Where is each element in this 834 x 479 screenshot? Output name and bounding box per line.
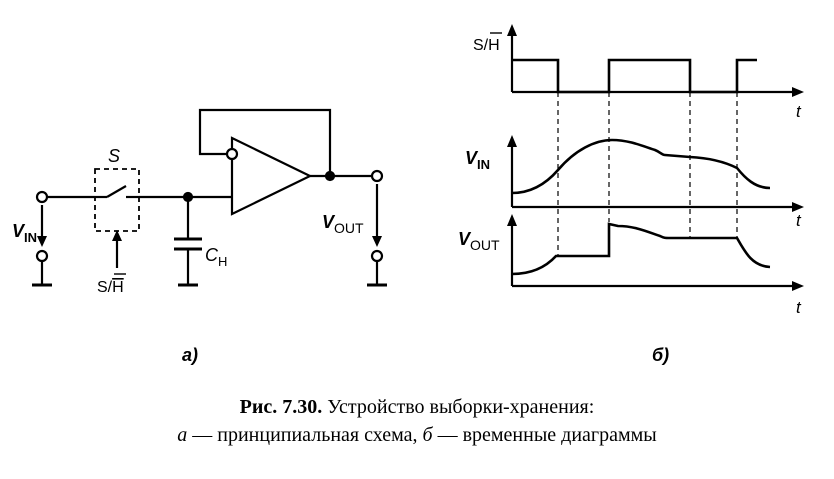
switch-label: S — [108, 146, 120, 166]
figure-title: Устройство выборки-хранения: — [322, 396, 595, 418]
vout-y-arrowhead — [507, 214, 517, 226]
vin-time-label: t — [796, 211, 802, 230]
output-voltage-label: VOUT — [322, 212, 364, 236]
caption-a-text: — принципиальная схема, — [187, 424, 423, 446]
sh-time-label: t — [796, 102, 802, 121]
sh-x-arrowhead — [792, 87, 804, 97]
switch-box — [94, 168, 140, 232]
output-terminal — [370, 169, 384, 183]
circuit-arrowheads — [37, 230, 382, 247]
sh-axis-label: S/H — [473, 37, 500, 54]
vout-axis-label: VOUT — [458, 229, 500, 253]
figure-caption-line2: а — принципиальная схема, б — временные … — [0, 422, 834, 448]
input-ground-terminal — [35, 249, 49, 263]
output-ground-terminal — [370, 249, 384, 263]
switch-contact — [106, 185, 127, 198]
timing-arrowheads — [507, 24, 804, 291]
op-amp — [230, 136, 313, 216]
sh-y-arrowhead — [507, 24, 517, 36]
capacitor-label: CH — [205, 245, 227, 269]
caption-b-text: — временные диаграммы — [432, 424, 657, 446]
input-voltage-label: VIN — [12, 221, 37, 245]
vin-y-arrowhead — [507, 135, 517, 147]
feedback-wire — [198, 108, 332, 176]
control-label: S/H — [97, 279, 124, 296]
output-node — [324, 170, 336, 182]
vout-x-arrowhead — [792, 281, 804, 291]
op-amp-inverting-input — [225, 147, 239, 161]
vin-arrowhead — [37, 236, 47, 247]
figure-caption-line1: Рис. 7.30. Устройство выборки-хранения: — [0, 394, 834, 420]
vout-time-label: t — [796, 298, 802, 317]
input-terminal — [35, 190, 49, 204]
caption-a-marker: а — [177, 424, 188, 446]
control-arrowhead — [112, 230, 122, 241]
vout-waveform — [511, 222, 771, 276]
panel-label-a: а) — [182, 345, 198, 365]
vin-waveform — [511, 138, 771, 195]
caption-b-marker: б — [422, 424, 433, 446]
vin-x-arrowhead — [792, 202, 804, 212]
timing-diagrams — [510, 30, 796, 288]
sh-waveform — [512, 58, 757, 94]
vout-arrowhead — [372, 236, 382, 247]
figure-number: Рис. 7.30. — [239, 396, 323, 418]
panel-label-b: б) — [652, 345, 669, 365]
vin-axis-label: VIN — [465, 148, 490, 172]
